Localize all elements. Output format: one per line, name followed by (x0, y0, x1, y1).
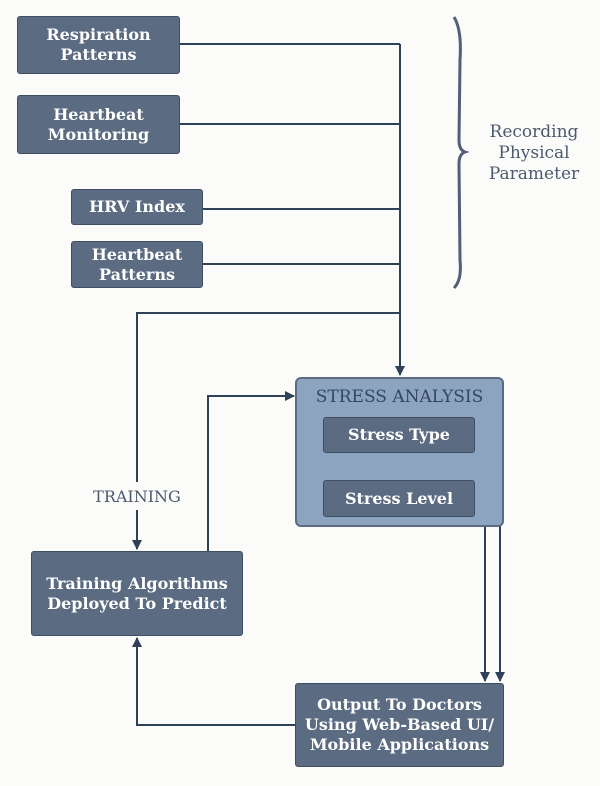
stress-type-box: Stress Type (323, 417, 475, 453)
training-algorithms-box: Training Algorithms Deployed To Predict (31, 551, 243, 636)
input-respiration-patterns: Respiration Patterns (17, 16, 180, 74)
box-label: Output To Doctors Using Web-Based UI/ Mo… (304, 695, 495, 754)
box-label: Stress Level (344, 488, 454, 508)
box-label: Heartbeat Patterns (91, 244, 183, 284)
output-to-doctors-box: Output To Doctors Using Web-Based UI/ Mo… (295, 683, 504, 767)
line-training-to-stress (207, 391, 295, 551)
line-to-training (136, 312, 400, 482)
box-label: HRV Index (89, 197, 185, 216)
recording-physical-parameter-label: Recording Physical Parameter (488, 122, 580, 184)
training-label: TRAINING (77, 486, 197, 507)
stress-analysis-title: STRESS ANALYSIS (315, 387, 484, 407)
input-heartbeat-monitoring: Heartbeat Monitoring (17, 95, 180, 154)
box-label: Heartbeat Monitoring (47, 104, 150, 144)
brace-icon (452, 16, 470, 290)
line-output-to-training (132, 637, 295, 726)
box-label: Training Algorithms Deployed To Predict (46, 573, 228, 613)
input-heartbeat-patterns: Heartbeat Patterns (71, 241, 203, 288)
stress-level-box: Stress Level (323, 480, 475, 517)
box-label: Respiration Patterns (46, 25, 151, 64)
input-hrv-index: HRV Index (71, 189, 203, 225)
box-label: Stress Type (348, 425, 450, 444)
